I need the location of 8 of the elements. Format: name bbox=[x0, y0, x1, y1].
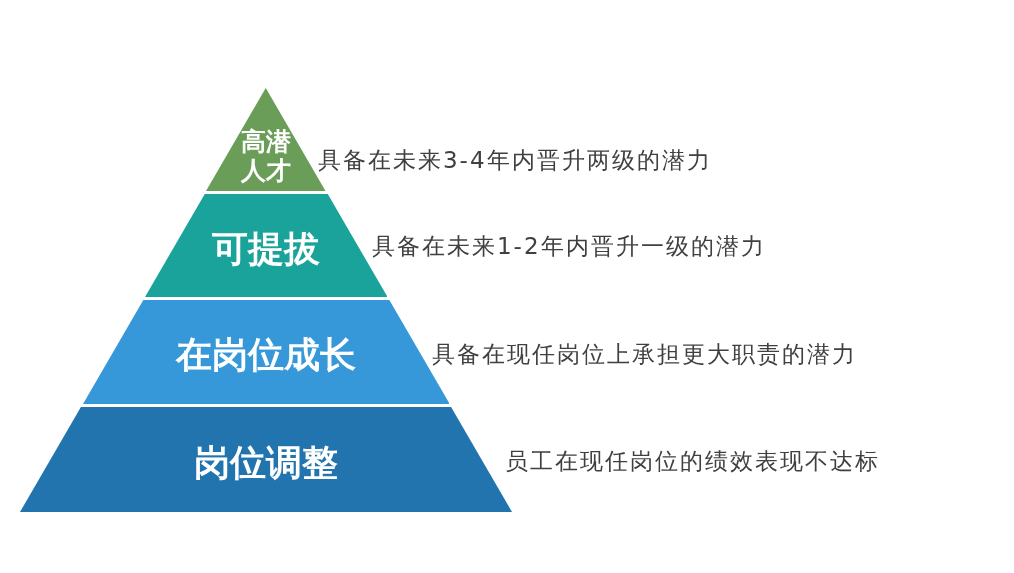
description-text: 具备在未来3-4年内晋升两级的潜力 bbox=[318, 146, 712, 175]
level-label: 岗位调整 bbox=[193, 441, 339, 484]
description-text: 员工在现任岗位的绩效表现不达标 bbox=[505, 447, 880, 476]
description-text: 具备在现任岗位上承担更大职责的潜力 bbox=[432, 340, 857, 369]
level-label: 高潜人才 bbox=[240, 128, 292, 186]
level-label: 可提拔 bbox=[211, 227, 321, 270]
level-label: 在岗位成长 bbox=[174, 334, 357, 376]
description-text: 具备在未来1-2年内晋升一级的潜力 bbox=[372, 232, 766, 261]
